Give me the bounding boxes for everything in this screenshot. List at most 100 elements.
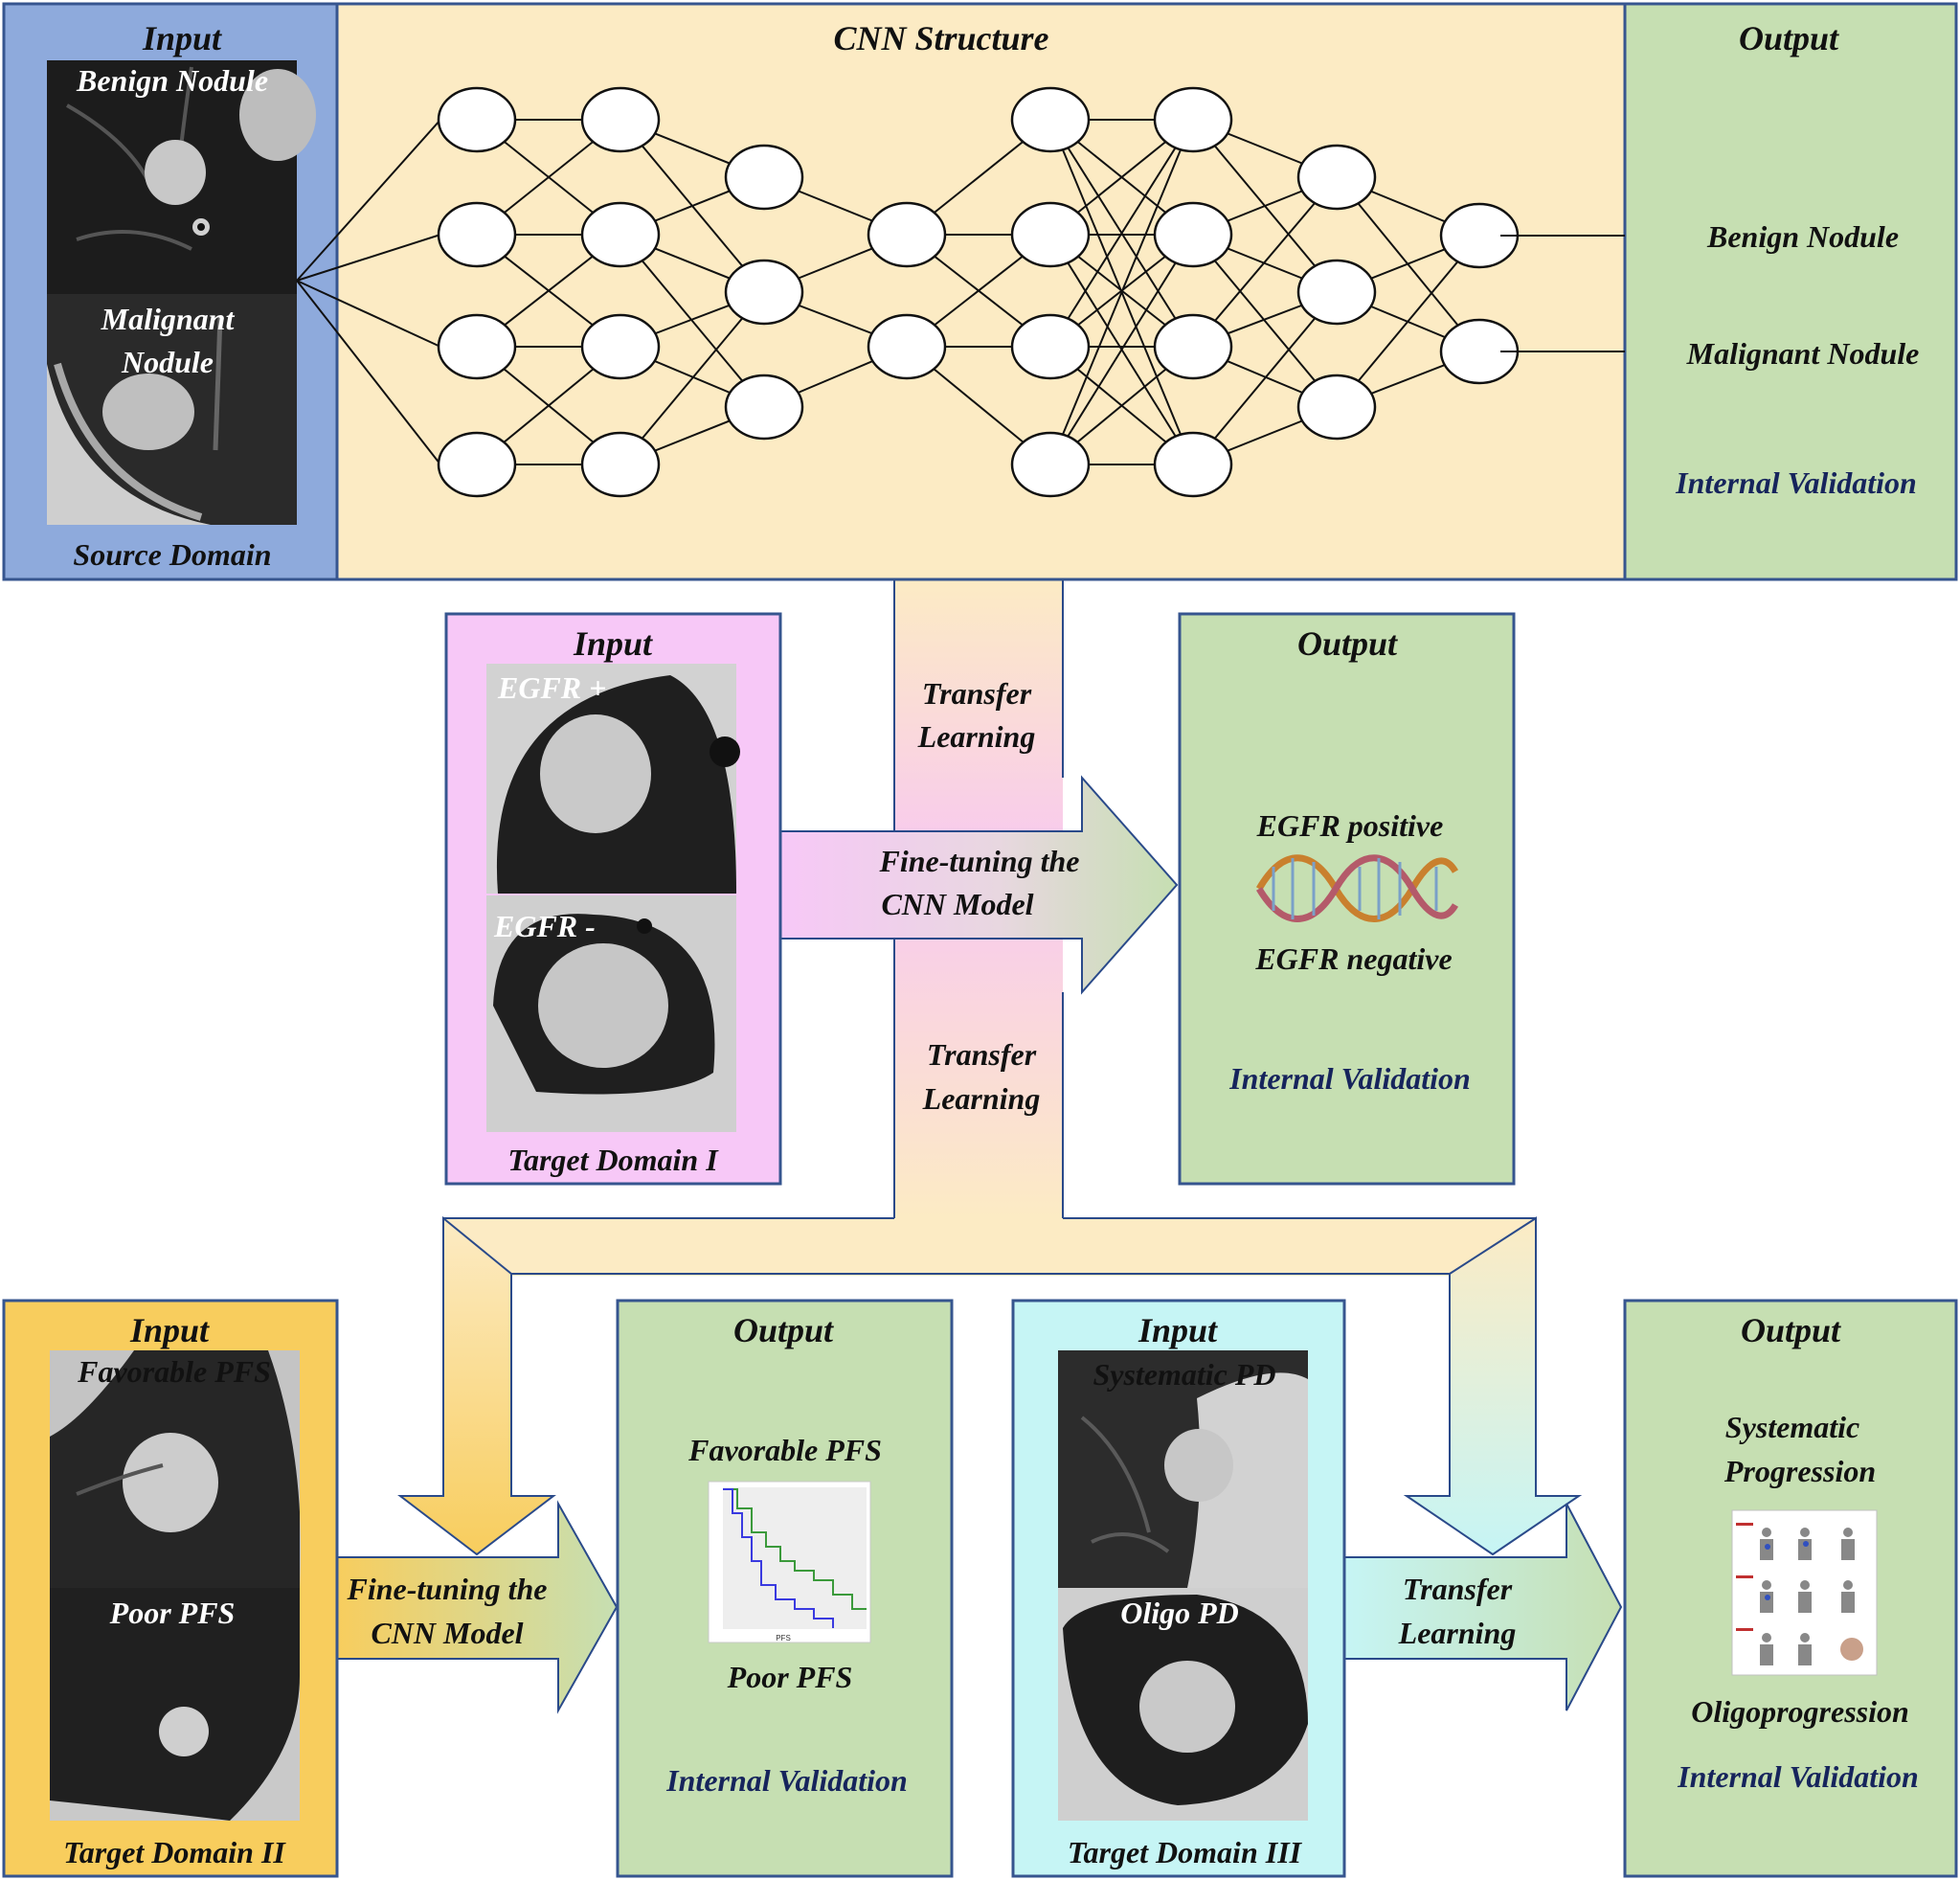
favorable-pfs-label: Favorable PFS: [77, 1354, 271, 1389]
km-curve-poor: [723, 1488, 834, 1628]
output-mid-validation: Internal Validation: [1228, 1061, 1471, 1096]
target3-domain-label: Target Domain III: [1068, 1835, 1303, 1869]
input-fan-edge: [296, 119, 441, 282]
target2-arrow-label-2: CNN Model: [371, 1616, 523, 1650]
egfr-positive-output: EGFR positive: [1256, 808, 1444, 843]
egfr-positive-label: EGFR +: [497, 670, 606, 705]
cnn-edge: [620, 291, 765, 465]
output-prog-title: Output: [1741, 1311, 1841, 1349]
output-top-title: Output: [1739, 19, 1839, 57]
systematic-output-line1: Systematic: [1725, 1410, 1859, 1444]
km-xlabel: PFS: [776, 1634, 791, 1642]
cnn-node: [867, 313, 947, 380]
systematic-output-line2: Progression: [1723, 1454, 1876, 1488]
cnn-node: [1296, 144, 1377, 211]
target3-arrow-label-1: Transfer: [1403, 1572, 1513, 1606]
target2-arrow-label-1: Fine-tuning the: [347, 1572, 548, 1606]
cnn-edge: [1049, 234, 1194, 465]
benign-nodule-ct-image: [47, 60, 316, 294]
output-pfs-title: Output: [733, 1311, 834, 1349]
input-fan-edge: [296, 234, 441, 282]
cnn-node: [1010, 201, 1091, 268]
output-panel-top: [1623, 2, 1958, 581]
cnn-node: [1153, 201, 1233, 268]
transfer-label-upper-1: Transfer: [922, 676, 1032, 711]
output-top-validation: Internal Validation: [1675, 465, 1917, 500]
output-top-class-malignant: Malignant Nodule: [1686, 336, 1920, 371]
dna-icon: [1255, 854, 1459, 922]
cnn-structure-title: CNN Structure: [833, 19, 1048, 57]
cnn-node: [437, 431, 517, 498]
finetune-arrow-target1: [779, 775, 1179, 995]
cnn-node: [1153, 313, 1233, 380]
target1-arrow-label-1: Fine-tuning the: [879, 844, 1080, 878]
egfr-negative-label: EGFR -: [493, 909, 596, 943]
poor-pfs-ct-image: [50, 1588, 300, 1821]
cnn-edge: [1192, 176, 1338, 348]
target3-arrow-label-2: Learning: [1398, 1616, 1517, 1650]
cnn-edge: [1336, 235, 1480, 408]
benign-nodule-label: Benign Nodule: [76, 63, 268, 98]
cnn-node: [1010, 86, 1091, 153]
egfr-negative-ct-image: [486, 895, 736, 1132]
systematic-pd-ct-image: [1058, 1350, 1308, 1588]
transfer-label-upper-2: Learning: [917, 719, 1036, 754]
cnn-edge: [1049, 119, 1194, 465]
target1-domain-label: Target Domain I: [507, 1143, 719, 1177]
cnn-node: [437, 313, 517, 380]
oligo-pd-label: Oligo PD: [1120, 1596, 1239, 1630]
malignant-nodule-ct-image: [47, 294, 297, 525]
source-domain-label: Source Domain: [73, 537, 271, 572]
poor-pfs-label: Poor PFS: [109, 1596, 236, 1630]
cnn-edge: [1192, 234, 1338, 408]
systematic-pd-label: Systematic PD: [1093, 1357, 1275, 1392]
cnn-node: [1153, 431, 1233, 498]
poor-pfs-output: Poor PFS: [727, 1660, 853, 1694]
cnn-node: [1296, 374, 1377, 441]
cnn-node: [867, 201, 947, 268]
favorable-pfs-ct-image: [50, 1350, 302, 1588]
egfr-negative-output: EGFR negative: [1254, 941, 1452, 976]
cnn-node: [580, 313, 661, 380]
cnn-network: [296, 86, 1520, 498]
cnn-node: [1010, 313, 1091, 380]
target2-domain-label: Target Domain II: [63, 1835, 286, 1869]
cnn-node: [580, 431, 661, 498]
progression-diagram-image: [1731, 1509, 1878, 1676]
source-input-title: Input: [142, 19, 222, 57]
input-fan-edge: [296, 280, 441, 348]
egfr-positive-ct-image: [486, 664, 740, 894]
target2-input-title: Input: [129, 1311, 210, 1349]
output-panel-mid: [1178, 612, 1516, 1186]
malignant-label-line2: Nodule: [121, 345, 214, 379]
output-prog-validation: Internal Validation: [1677, 1759, 1919, 1794]
cnn-node: [580, 86, 661, 153]
target1-input-title: Input: [573, 624, 653, 663]
output-pfs-validation: Internal Validation: [665, 1763, 908, 1798]
cnn-node: [1010, 431, 1091, 498]
oligo-pd-ct-image: [1058, 1588, 1308, 1821]
target1-arrow-label-2: CNN Model: [881, 887, 1033, 921]
cnn-node: [1296, 259, 1377, 326]
cnn-node: [437, 201, 517, 268]
cnn-node: [724, 259, 804, 326]
transfer-arrow-output3: [1342, 1503, 1623, 1711]
cnn-node: [724, 144, 804, 211]
cnn-edge: [620, 234, 765, 408]
transfer-arrow-target2: [397, 1215, 556, 1556]
output-mid-title: Output: [1297, 624, 1398, 663]
transfer-label-lower-1: Transfer: [927, 1037, 1037, 1072]
cnn-node: [724, 374, 804, 441]
cnn-node: [437, 86, 517, 153]
cnn-node: [1153, 86, 1233, 153]
malignant-label-line1: Malignant: [101, 302, 236, 336]
transfer-arrow-target3: [1403, 1216, 1583, 1556]
target3-input-title: Input: [1138, 1311, 1218, 1349]
input-fan-edge: [296, 280, 441, 465]
favorable-pfs-output: Favorable PFS: [687, 1433, 882, 1467]
cnn-edge: [1049, 119, 1194, 348]
output-top-class-benign: Benign Nodule: [1706, 219, 1899, 254]
finetune-arrow-target2: [333, 1500, 619, 1714]
oligoprogression-output: Oligoprogression: [1691, 1694, 1909, 1729]
transfer-connectors: [333, 578, 1623, 1714]
